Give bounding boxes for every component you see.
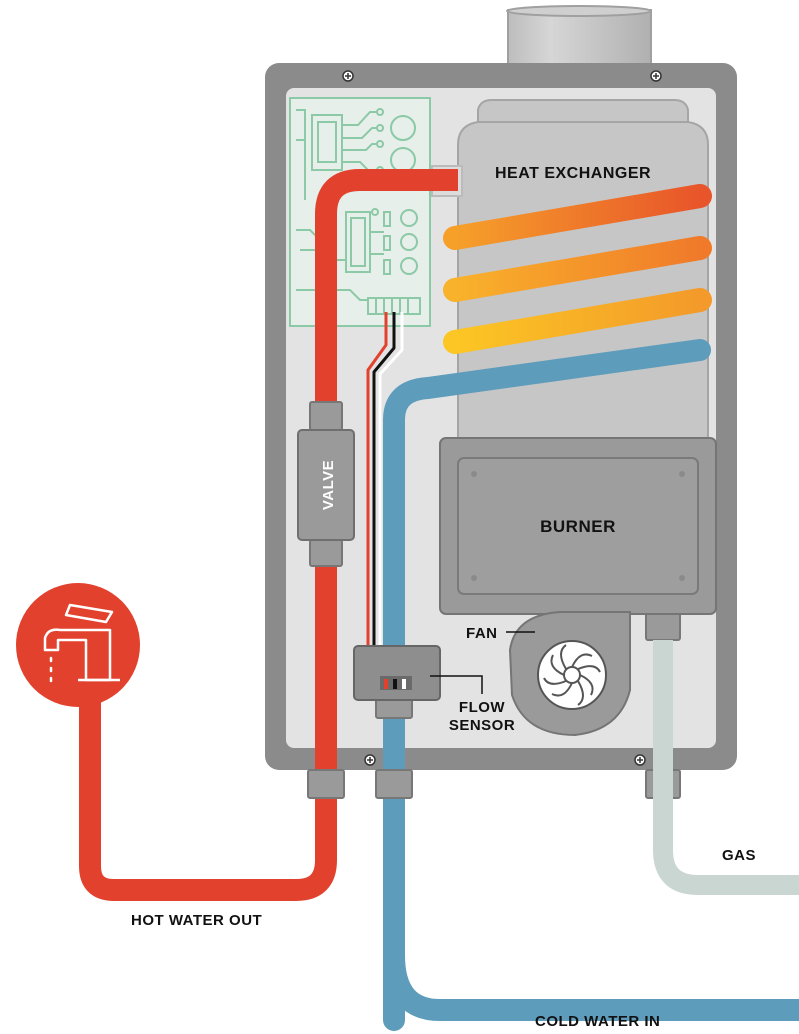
faucet-icon bbox=[43, 603, 120, 683]
fan-icon bbox=[537, 640, 607, 710]
gas-label: GAS bbox=[722, 847, 756, 864]
cold-water-pipe bbox=[383, 339, 711, 1031]
flow-sensor-label-line1: FLOW bbox=[459, 699, 505, 716]
screw-icon bbox=[342, 70, 354, 82]
flow-sensor-leader bbox=[430, 675, 483, 694]
screw-icon bbox=[650, 70, 662, 82]
valve bbox=[297, 429, 355, 541]
gas-pipe bbox=[653, 640, 799, 895]
heat-exchanger-label: HEAT EXCHANGER bbox=[495, 165, 651, 182]
hot-water-pipe bbox=[79, 169, 458, 901]
screw-icon bbox=[634, 754, 646, 766]
valve-label: VALVE bbox=[320, 460, 337, 510]
heat-exchanger-coils bbox=[443, 184, 712, 354]
cold-water-pipe-outside bbox=[383, 770, 799, 1021]
burner-label: BURNER bbox=[540, 517, 616, 536]
flue-pipe bbox=[506, 5, 652, 73]
flow-sensor-label-line2: SENSOR bbox=[449, 717, 515, 734]
fan-label: FAN bbox=[466, 625, 498, 642]
hot-water-out-label: HOT WATER OUT bbox=[131, 912, 262, 929]
fan bbox=[508, 611, 631, 737]
screw-icon bbox=[364, 754, 376, 766]
cold-water-in-label: COLD WATER IN bbox=[535, 1013, 660, 1030]
control-circuit-board bbox=[289, 97, 431, 327]
flow-sensor bbox=[353, 645, 441, 701]
faucet-badge bbox=[16, 583, 140, 707]
